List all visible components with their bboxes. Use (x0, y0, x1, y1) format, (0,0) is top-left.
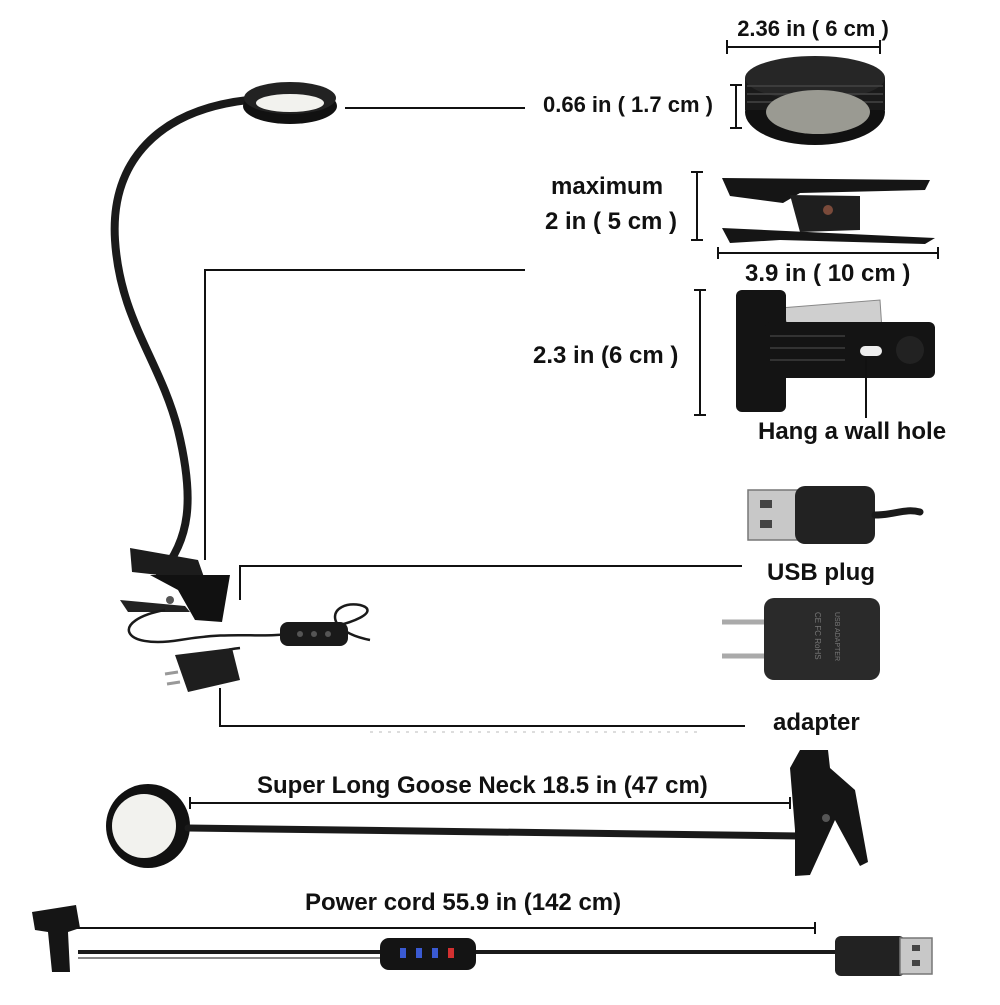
gooseneck-arm (110, 96, 252, 579)
clip-length-label: 3.9 in ( 10 cm ) (745, 260, 911, 287)
gooseneck-length-label: Super Long Goose Neck 18.5 in (47 cm) (257, 772, 708, 799)
wall-hole (860, 346, 882, 356)
power-cord-length-label: Power cord 55.9 in (142 cm) (305, 889, 622, 916)
head-diameter-label: 2.36 in ( 6 cm ) (737, 16, 889, 41)
wall-hole-label: Hang a wall hole (758, 418, 947, 445)
inline-switch-icon (280, 622, 348, 646)
usb-plug-icon (747, 486, 924, 544)
wall-adapter-icon: USB ADAPTER CE FC RoHS (722, 598, 880, 680)
adapter-marking: USB ADAPTER (833, 612, 840, 661)
leader-usb (239, 565, 742, 600)
lamp-clip (120, 548, 230, 622)
adapter-label: adapter (773, 709, 860, 736)
gooseneck-length-view (106, 750, 868, 876)
spring-clip-icon (691, 171, 939, 259)
power-cord-length-view (32, 905, 933, 976)
gooseneck-clip-lamp-icon (110, 82, 371, 692)
leader-neck (204, 269, 525, 560)
clip-back-view (694, 289, 935, 418)
clip-open-label-line2: 2 in ( 5 cm ) (545, 208, 678, 235)
clip-height-label: 2.3 in (6 cm ) (533, 342, 679, 369)
leader-adapter (219, 688, 745, 727)
leader-lines (204, 107, 745, 727)
clip-open-label-line1: maximum (551, 173, 664, 200)
lamp-wall-adapter (164, 648, 240, 692)
adapter-certs: CE FC RoHS (813, 612, 822, 660)
lamp-head (243, 82, 337, 124)
usb-plug-label: USB plug (767, 559, 875, 586)
head-height-label: 0.66 in ( 1.7 cm ) (543, 92, 713, 117)
lamp-head-icon (726, 40, 885, 145)
